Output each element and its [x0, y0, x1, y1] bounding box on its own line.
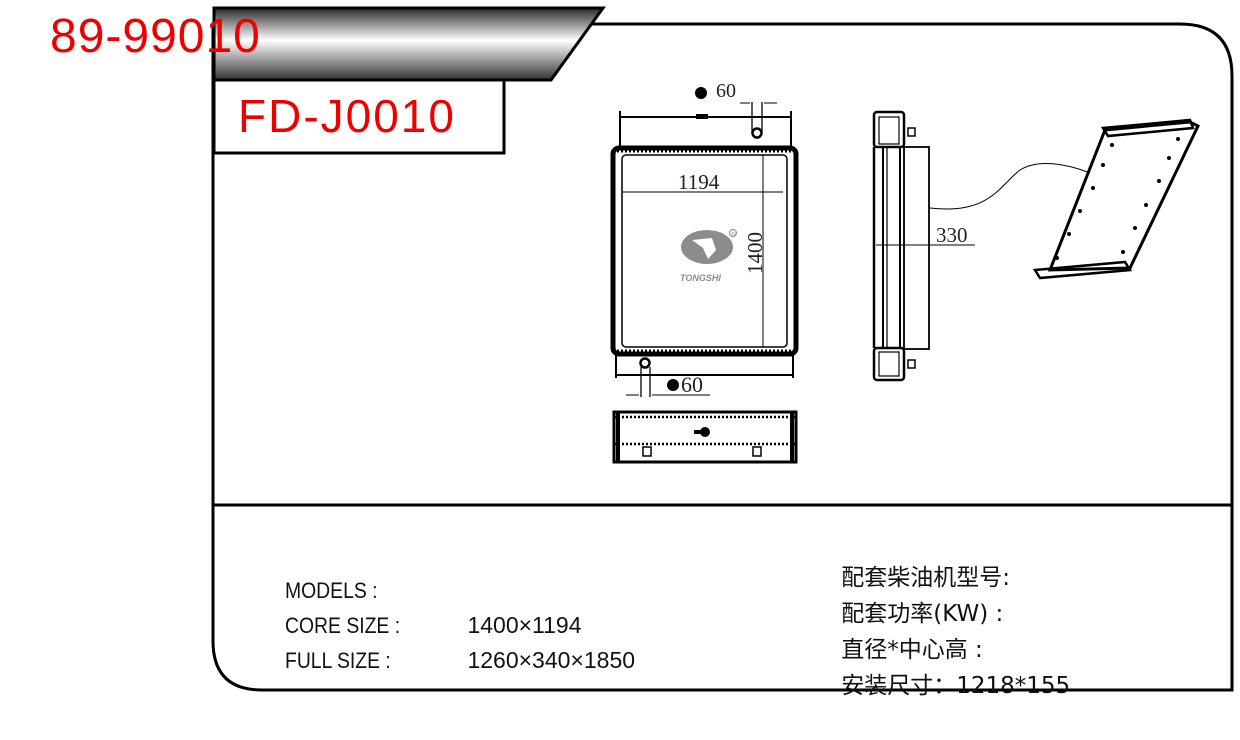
tongshi-logo-icon	[681, 229, 737, 264]
engine-model-label: 配套柴油机型号:	[841, 565, 1010, 591]
spec-core-size-label: CORE SIZE :	[285, 613, 401, 638]
outlet-diameter-label: 60	[681, 372, 703, 397]
spec-models-row: MODELS :	[261, 538, 635, 603]
registered-mark: ®	[731, 231, 737, 238]
spec-core-size-row: CORE SIZE : 1400×1194	[261, 573, 635, 638]
mounting-size-label: 安装尺寸：	[841, 673, 957, 699]
spec-models-label: MODELS :	[285, 578, 378, 603]
core-width-label: 1194	[678, 170, 720, 194]
part-number-banner	[212, 6, 606, 82]
model-code: FD-J0010	[238, 90, 456, 142]
bottom-view	[612, 410, 798, 464]
engine-info-list: 配套柴油机型号: 配套功率(KW) : 直径*中心高 : 安装尺寸：1218*1…	[812, 524, 1070, 699]
front-view	[610, 87, 799, 397]
mounting-size-row: 安装尺寸：1218*155	[812, 632, 1070, 699]
model-code-box	[212, 78, 506, 155]
outer-border	[211, 22, 1234, 692]
spec-full-size-row: FULL SIZE : 1260×340×1850	[261, 608, 635, 673]
spec-core-size-value: 1400×1194	[467, 612, 582, 638]
mounting-size-value: 1218*155	[956, 673, 1071, 699]
depth-label: 330	[936, 223, 968, 247]
diameter-center-height-row: 直径*中心高 :	[812, 596, 1070, 663]
engine-power-row: 配套功率(KW) :	[812, 560, 1070, 627]
spec-list: MODELS : CORE SIZE : 1400×1194 FULL SIZE …	[261, 538, 635, 673]
side-view	[872, 110, 1091, 382]
logo-brand-text: TONGSHI	[680, 273, 721, 283]
engine-model-row: 配套柴油机型号:	[812, 524, 1070, 591]
core-height-label: 1400	[743, 232, 767, 274]
inlet-diameter-label: 60	[716, 80, 736, 102]
engine-power-label: 配套功率(KW) :	[841, 601, 1004, 627]
spec-full-size-label: FULL SIZE :	[285, 648, 392, 673]
mounting-bracket-view	[1032, 118, 1200, 280]
part-number: 89-99010	[50, 10, 261, 63]
spec-full-size-value: 1260×340×1850	[467, 647, 636, 673]
drawing-frame: 60 1194 1400 60 330 TONGSHI ®	[211, 6, 1234, 692]
diameter-center-height-label: 直径*中心高 :	[841, 637, 983, 663]
